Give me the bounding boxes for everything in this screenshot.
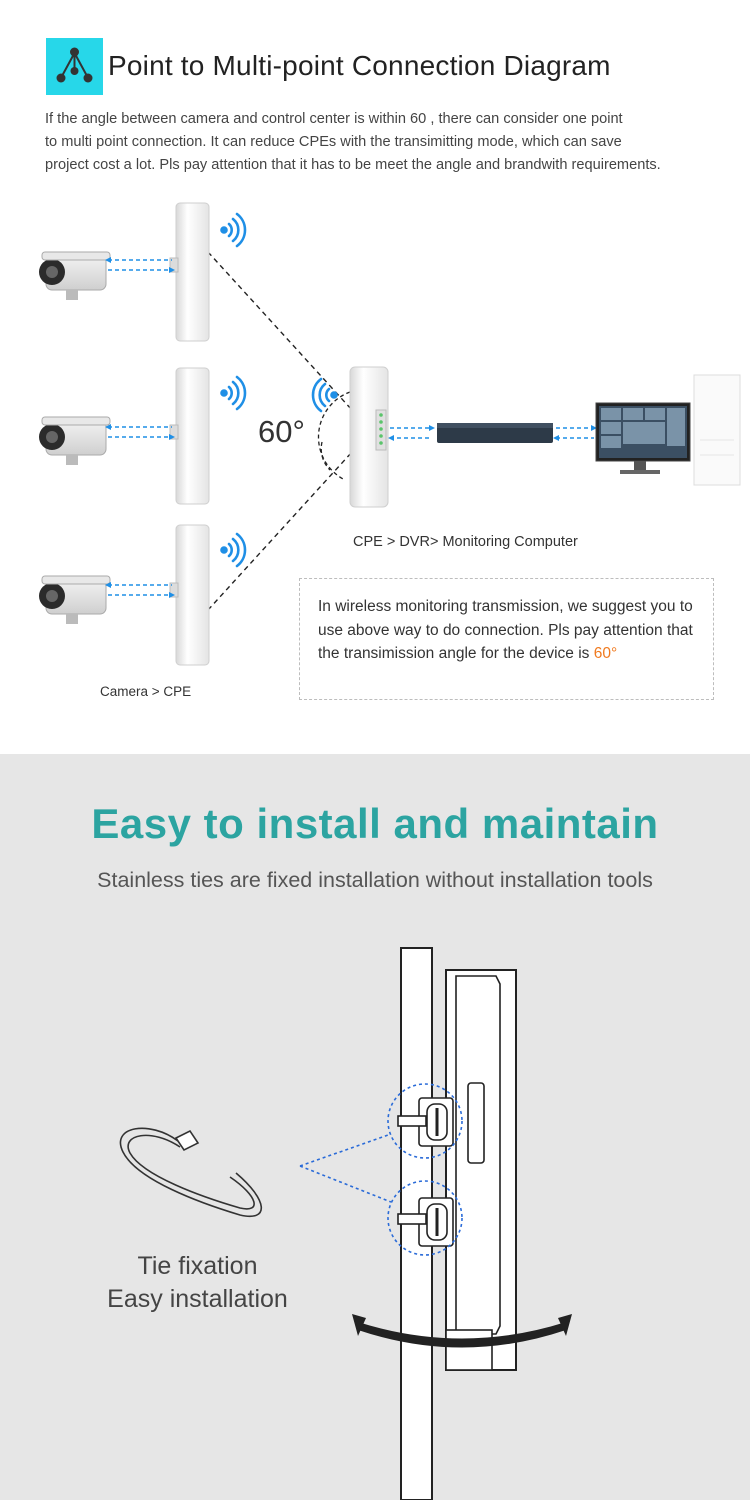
tie-caption-line2: Easy installation [107, 1285, 288, 1313]
cable-tie-icon [119, 1127, 263, 1218]
installation-drawing [119, 947, 572, 1500]
note-highlight: 60° [593, 645, 618, 662]
wifi-signal-icon [220, 212, 247, 568]
caption-cpe-dvr: CPE > DVR> Monitoring Computer [353, 534, 578, 550]
section-subtitle: Stainless ties are fixed installation wi… [97, 868, 653, 892]
rotate-arrow-icon [352, 1314, 572, 1348]
highlight-circles [299, 1083, 463, 1256]
cpe-unit-3 [169, 524, 210, 666]
cpe-device-outline [445, 969, 517, 1371]
section-title: Easy to install and maintain [91, 800, 659, 847]
monitor-icon [595, 402, 691, 474]
cpe-center [349, 366, 389, 508]
installation-section [0, 754, 750, 1500]
intro-line: project cost a lot. Pls pay attention th… [45, 157, 661, 173]
network-icon [46, 38, 103, 95]
intro-line: to multi point connection. It can reduce… [45, 134, 622, 150]
camera-links [108, 259, 172, 596]
cpe-unit-1 [169, 202, 210, 342]
network-diagram [39, 202, 741, 666]
dvr-device [437, 423, 553, 443]
cpe-unit-2 [169, 367, 210, 505]
angle-label: 60° [258, 414, 305, 449]
tie-caption-line1: Tie fixation [137, 1252, 258, 1280]
camera-1 [39, 251, 111, 300]
caption-camera-cpe: Camera > CPE [100, 684, 192, 699]
camera-3 [39, 575, 111, 624]
camera-2 [39, 416, 111, 465]
intro-line: If the angle between camera and control … [45, 111, 623, 127]
intro-paragraph: If the angle between camera and control … [45, 108, 745, 177]
note-text: In wireless monitoring transmission, we … [318, 598, 693, 662]
note-box: In wireless monitoring transmission, we … [299, 578, 714, 700]
page-title: Point to Multi-point Connection Diagram [108, 50, 611, 81]
pc-tower-icon [693, 374, 741, 486]
